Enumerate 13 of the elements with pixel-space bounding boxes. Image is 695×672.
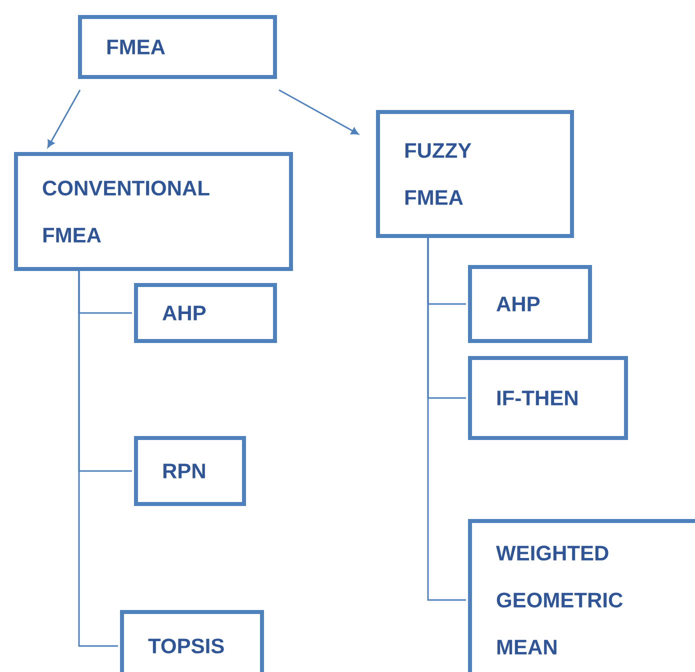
- text-box: AHP: [134, 283, 277, 343]
- connector-line: [78, 271, 118, 647]
- text-box: IF-THEN: [468, 356, 628, 440]
- text-box: TOPSIS: [120, 610, 264, 672]
- text-box: FMEA: [78, 15, 277, 79]
- text-box: WEIGHTED GEOMETRIC MEAN: [468, 519, 695, 672]
- arrow: [278, 89, 359, 135]
- text-box: AHP: [468, 265, 592, 343]
- text-box: FUZZY FMEA: [376, 110, 574, 238]
- text-box: CONVENTIONAL FMEA: [14, 152, 293, 271]
- connector-line: [427, 238, 466, 601]
- text-box: RPN: [134, 436, 246, 506]
- arrow: [47, 90, 81, 148]
